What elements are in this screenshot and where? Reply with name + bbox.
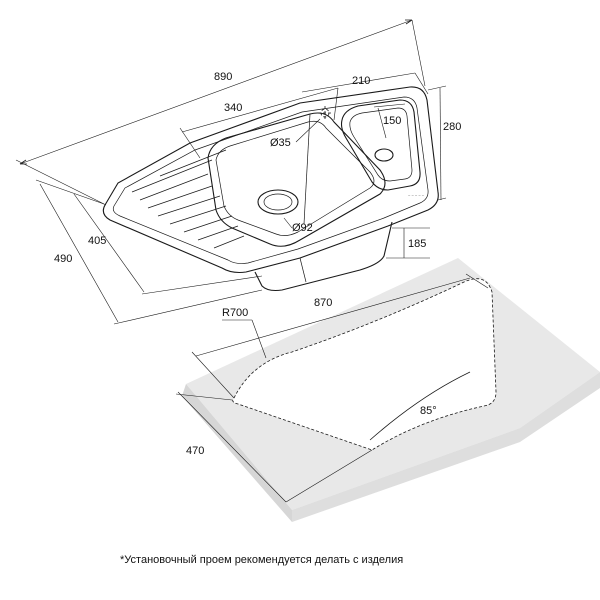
countertop-cutout: 870 R700 85° 470 [175, 258, 600, 522]
faucet-hole-marker [318, 106, 332, 120]
sink-outer-rim [102, 86, 439, 274]
drainboard-ribs [131, 149, 245, 249]
brand-logo: ~ ~ ~ ~ ~ [408, 193, 425, 198]
small-drain [374, 148, 394, 162]
small-bowl [340, 99, 421, 191]
sink-lower-body [254, 221, 393, 292]
angle-arc [369, 371, 471, 441]
dim-210-label: 210 [352, 75, 370, 87]
sink-dimensions: 890 340 210 150 280 Ø35 Ø92 490 405 [15, 19, 461, 325]
dim-490-label: 490 [54, 253, 72, 265]
dim-85-label: 85° [420, 405, 437, 417]
large-bowl-inner [215, 120, 375, 236]
large-drain-inner [263, 193, 293, 211]
countertop-front-face [182, 384, 292, 522]
countertop-right-face [292, 372, 600, 522]
dim-185-label: 185 [408, 238, 426, 250]
cutout-outline [232, 278, 497, 451]
sink-lower-edge [299, 257, 307, 283]
sink-body: ~ ~ ~ ~ ~ [102, 86, 439, 292]
small-bowl-inner [349, 107, 413, 182]
large-bowl-crease [303, 113, 311, 225]
cutout-opening [232, 278, 496, 450]
dim-470-label: 470 [186, 445, 204, 457]
dim-d35-label: Ø35 [270, 137, 291, 149]
dim-280-label: 280 [443, 121, 461, 133]
dim-d92-label: Ø92 [292, 222, 313, 234]
installation-note: *Установочный проем рекомендуется делать… [120, 554, 404, 566]
dim-870-label: 870 [314, 297, 332, 309]
dim-340-label: 340 [224, 102, 242, 114]
dim-r700-label: R700 [222, 307, 248, 319]
large-bowl [207, 112, 386, 247]
large-drain [257, 189, 299, 215]
dim-890-label: 890 [214, 71, 232, 83]
dim-405-label: 405 [88, 235, 106, 247]
dim-150-label: 150 [383, 115, 401, 127]
sink-inner-rim [112, 96, 429, 264]
